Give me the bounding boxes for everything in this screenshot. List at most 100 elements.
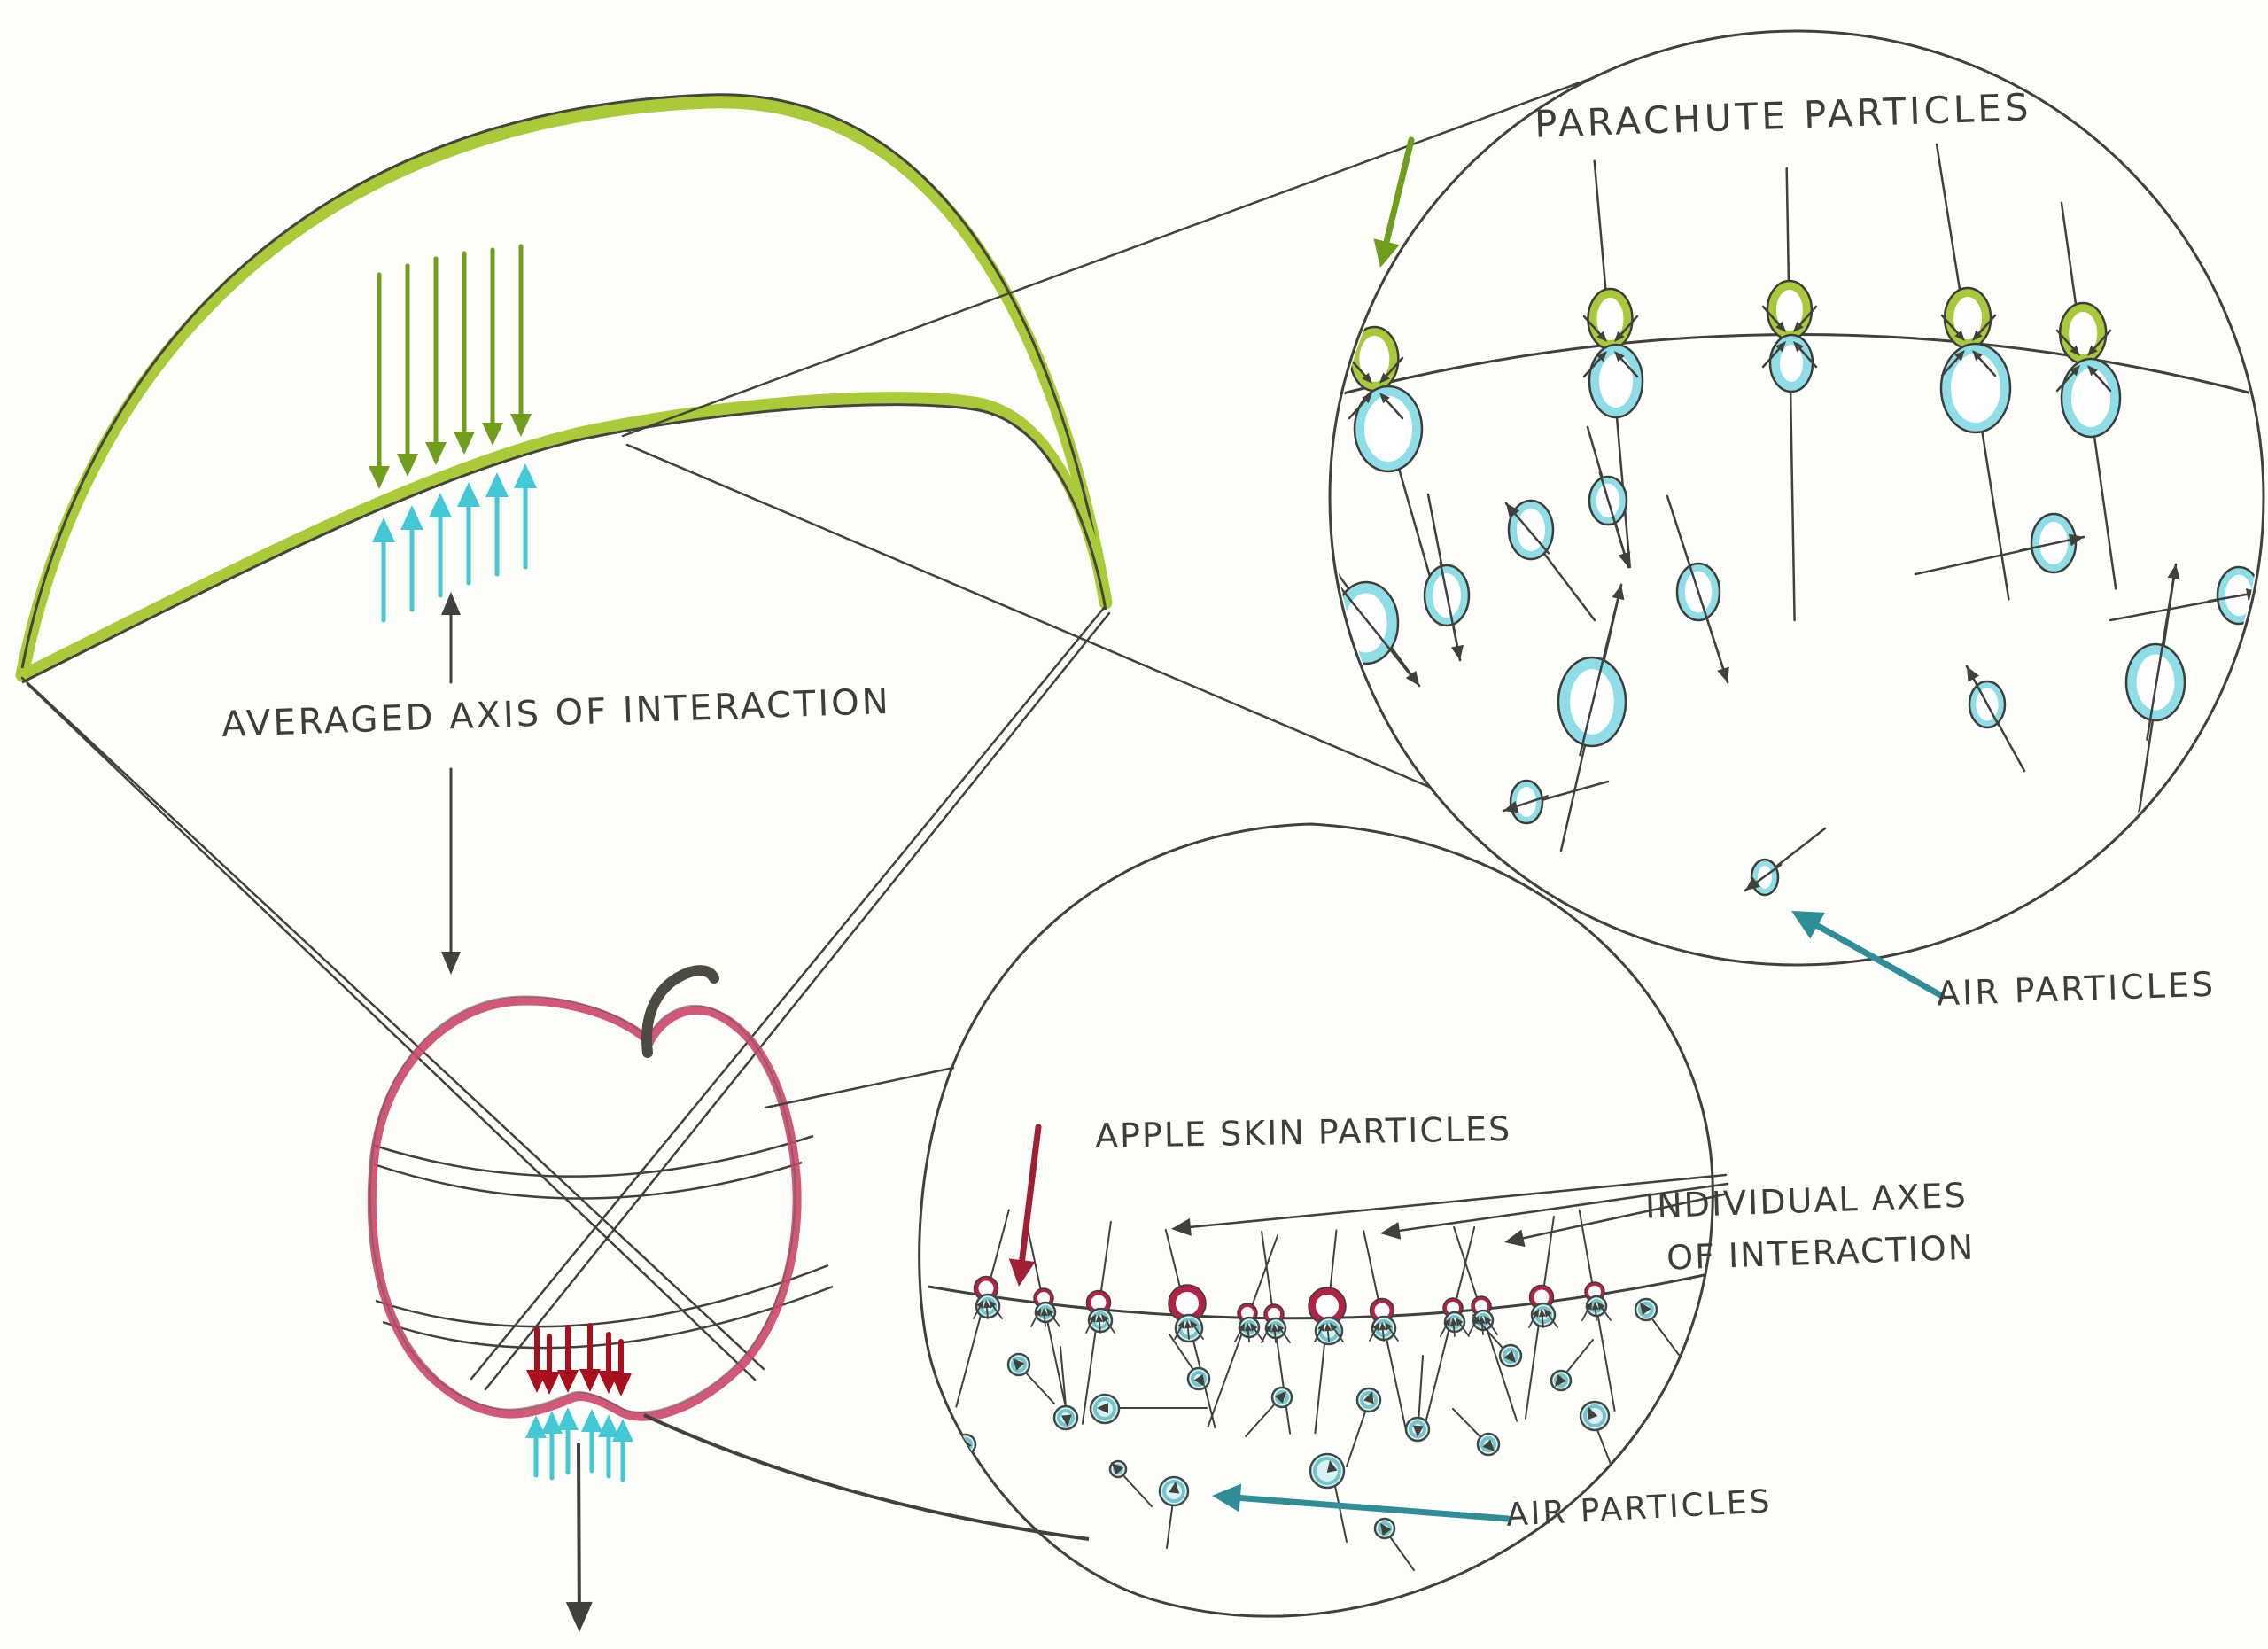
apple-skin-pointer-arrow bbox=[1018, 1124, 1042, 1272]
suspension-line bbox=[484, 611, 1111, 1391]
air-up-arrow bbox=[400, 505, 423, 530]
apple bbox=[367, 965, 802, 1421]
air-particle bbox=[1768, 333, 1814, 393]
converge-arrow bbox=[1314, 1326, 1323, 1342]
converge-arrow bbox=[1184, 1320, 1192, 1329]
parachute-particle bbox=[1587, 287, 1634, 351]
converge-arrow bbox=[1385, 1322, 1393, 1331]
converge-arrow bbox=[1585, 1302, 1592, 1311]
converge-arrow bbox=[1484, 1316, 1492, 1325]
individual-axes-leader-arrow bbox=[1184, 1173, 1728, 1229]
label-individual-axes-line2: OF INTERACTION bbox=[1666, 1227, 1976, 1278]
converge-arrow bbox=[2070, 345, 2080, 356]
parachute-particle bbox=[2058, 301, 2108, 365]
converge-arrow bbox=[1177, 1320, 1184, 1329]
arrow-head bbox=[1380, 1523, 1392, 1536]
arrow-head bbox=[1612, 585, 1625, 601]
air-particle bbox=[1353, 385, 1424, 473]
force-arrows bbox=[369, 244, 633, 1632]
converge-arrow bbox=[2070, 365, 2080, 377]
air-up-arrow bbox=[514, 463, 537, 488]
air-particle bbox=[1309, 1452, 1346, 1490]
parachute-particles-pointer-arrow bbox=[1373, 238, 1400, 268]
converge-arrow bbox=[1449, 1318, 1457, 1326]
converge-arrow bbox=[1174, 1324, 1183, 1340]
converge-arrow bbox=[1277, 1324, 1285, 1333]
converge-arrow bbox=[1103, 1318, 1115, 1334]
apple-skin-particle bbox=[1085, 1289, 1112, 1316]
air-up-arrow bbox=[457, 482, 480, 507]
individual-axes-leader-arrow bbox=[1392, 1182, 1729, 1233]
converge-arrow bbox=[1457, 1321, 1470, 1337]
air-particles-pointer-arrow bbox=[1212, 1483, 1242, 1513]
apple-down-arrow bbox=[557, 1370, 579, 1393]
suspension-line bbox=[470, 606, 1106, 1381]
converge-arrow bbox=[1252, 1326, 1264, 1342]
converge-arrow bbox=[1581, 1305, 1590, 1321]
air-up-arrow bbox=[525, 1415, 547, 1438]
label-individual-axes-line1: INDIVIDUAL AXES bbox=[1644, 1175, 1969, 1226]
converge-arrow bbox=[1456, 1318, 1464, 1326]
suspension-line bbox=[26, 682, 757, 1381]
converge-arrow bbox=[1775, 321, 1786, 332]
individual-axes-leader-arrow bbox=[1380, 1221, 1402, 1240]
converge-arrow bbox=[1317, 1323, 1324, 1332]
cone-line-top-inset bbox=[625, 443, 1431, 789]
converge-arrow bbox=[1775, 341, 1786, 353]
converge-arrow bbox=[1443, 1318, 1450, 1326]
converge-arrow bbox=[1348, 397, 1369, 420]
air-particles-pointer-arrow bbox=[1228, 1494, 1511, 1522]
converge-arrow bbox=[1618, 315, 1639, 338]
arrow-head bbox=[1097, 1403, 1108, 1413]
air-up-arrow bbox=[429, 493, 452, 517]
arrow-head bbox=[1618, 551, 1631, 567]
converge-arrow bbox=[1383, 397, 1404, 420]
arrow-head bbox=[1363, 1391, 1374, 1404]
converge-arrow bbox=[1597, 1302, 1605, 1311]
converge-arrow bbox=[1046, 1308, 1054, 1317]
harness-line bbox=[373, 1161, 803, 1200]
converge-arrow bbox=[1040, 1308, 1048, 1317]
converge-arrow bbox=[1954, 330, 1965, 341]
averaged-axis-arrow-up bbox=[441, 592, 461, 615]
converge-arrow bbox=[1797, 346, 1818, 369]
converge-arrow bbox=[990, 1303, 1003, 1319]
converge-arrow bbox=[1614, 331, 1625, 342]
cone-line-bottom-inset bbox=[764, 1066, 955, 1109]
arrow-head bbox=[1169, 1482, 1180, 1494]
air-particles-pointer-arrow bbox=[1791, 911, 1825, 939]
converge-arrow bbox=[1618, 355, 1639, 378]
arrow-head bbox=[1326, 1460, 1338, 1473]
canopy-down-arrow bbox=[454, 432, 475, 455]
arrow-head bbox=[1503, 1350, 1516, 1363]
converge-arrow bbox=[1330, 1323, 1338, 1332]
apple-down-arrow bbox=[610, 1373, 632, 1396]
converge-arrow bbox=[1538, 1309, 1546, 1318]
arrow-head bbox=[1274, 1391, 1286, 1404]
arrow-head bbox=[1405, 670, 1419, 686]
converge-arrow bbox=[1264, 1324, 1271, 1333]
air-particles-pointer-arrow bbox=[1806, 918, 1946, 1000]
converge-arrow bbox=[1596, 351, 1607, 362]
arrow-head bbox=[1503, 800, 1519, 813]
arrow-head bbox=[1745, 876, 1760, 891]
parachute-particles-pointer-arrow bbox=[1381, 136, 1415, 253]
air-particle bbox=[954, 1433, 977, 1456]
bottom-inset-content bbox=[928, 1209, 1709, 1571]
suspension-lines bbox=[20, 606, 1111, 1391]
converge-arrow bbox=[1797, 305, 1818, 328]
individual-axes-leader-arrow bbox=[1504, 1229, 1526, 1248]
air-particle bbox=[1332, 580, 1400, 665]
converge-arrow bbox=[1379, 1322, 1386, 1331]
air-particle bbox=[1939, 342, 2012, 434]
converge-arrow bbox=[1101, 1314, 1109, 1323]
converge-arrow bbox=[1591, 1302, 1599, 1311]
air-particle bbox=[2060, 357, 2122, 439]
converge-arrow bbox=[1954, 350, 1965, 362]
converge-arrow bbox=[2091, 369, 2112, 393]
converge-arrow bbox=[2087, 345, 2098, 356]
converge-arrow bbox=[1486, 1319, 1498, 1335]
air-particle bbox=[1588, 343, 1644, 419]
suspension-line bbox=[20, 676, 765, 1371]
